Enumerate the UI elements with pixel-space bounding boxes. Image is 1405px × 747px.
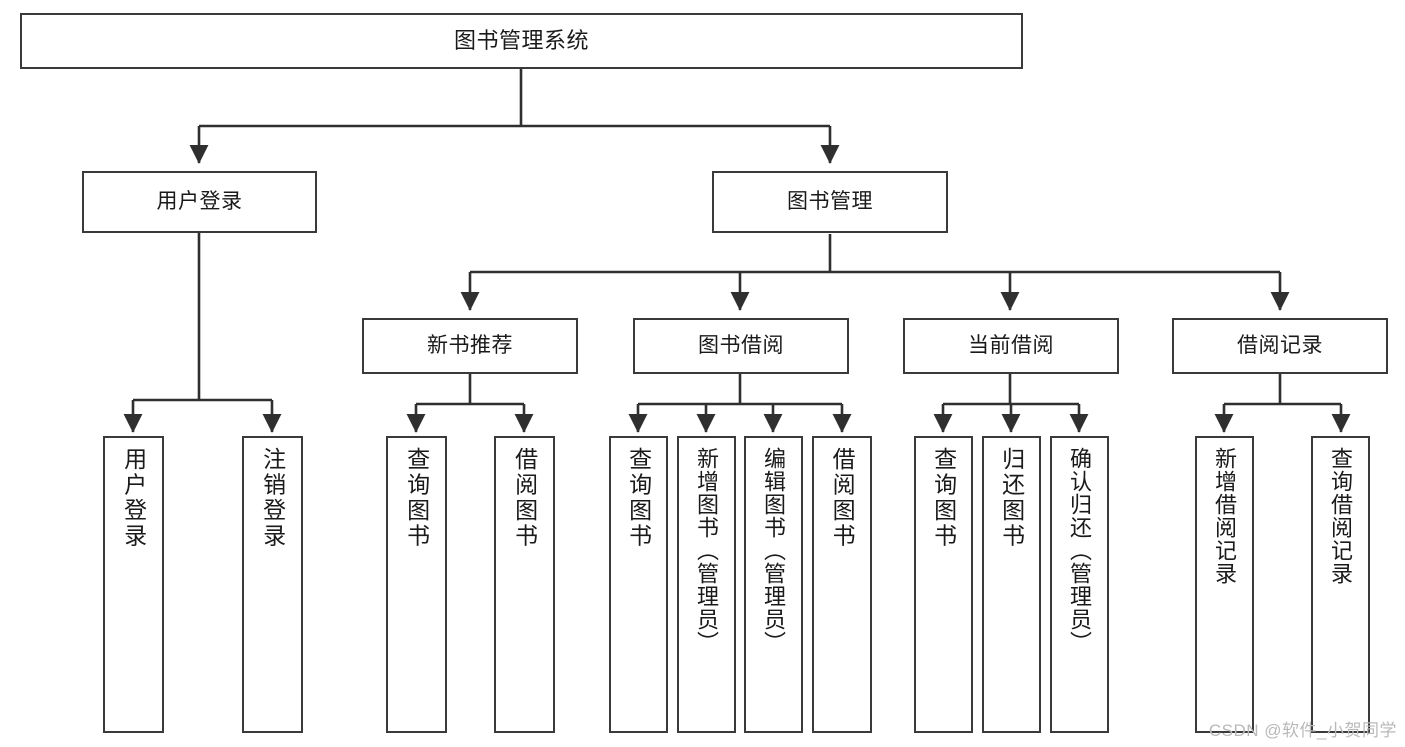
leaf-user-login-login[interactable]: 用户登录 [103,436,164,733]
node-label: 借阅记录 [1237,334,1323,358]
node-user-login[interactable]: 用户登录 [82,171,317,233]
node-label: 确认归还（管理员） [1067,447,1093,654]
node-label: 编辑图书（管理员） [761,447,787,654]
leaf-current-confirm-return-admin[interactable]: 确认归还（管理员） [1050,436,1109,733]
leaf-record-add-record[interactable]: 新增借阅记录 [1195,436,1254,733]
node-label: 归还图书 [998,447,1025,549]
node-label: 查询图书 [625,447,652,549]
leaf-recommend-borrow-book[interactable]: 借阅图书 [494,436,555,733]
leaf-borrow-query-book[interactable]: 查询图书 [609,436,668,733]
leaf-borrow-add-book-admin[interactable]: 新增图书（管理员） [677,436,736,733]
watermark-text: CSDN @软件_小贺同学 [1208,721,1397,740]
leaf-user-login-logout[interactable]: 注销登录 [242,436,303,733]
node-label: 查询图书 [930,447,957,549]
node-label: 新增图书（管理员） [694,447,720,654]
leaf-borrow-borrow-book[interactable]: 借阅图书 [812,436,872,733]
leaf-current-return-book[interactable]: 归还图书 [982,436,1041,733]
node-borrow-record[interactable]: 借阅记录 [1172,318,1388,374]
node-label: 图书管理系统 [453,27,589,53]
leaf-current-query-book[interactable]: 查询图书 [914,436,973,733]
node-label: 当前借阅 [968,334,1054,358]
node-label: 查询借阅记录 [1328,447,1354,585]
node-label: 借阅图书 [829,447,856,549]
node-label: 图书借阅 [698,334,784,358]
node-root-system[interactable]: 图书管理系统 [20,13,1023,69]
node-label: 用户登录 [156,190,243,214]
node-book-borrow[interactable]: 图书借阅 [633,318,849,374]
node-label: 查询图书 [403,447,430,549]
node-current-borrow[interactable]: 当前借阅 [903,318,1119,374]
leaf-recommend-query-book[interactable]: 查询图书 [386,436,447,733]
leaf-record-query-record[interactable]: 查询借阅记录 [1311,436,1370,733]
node-book-management[interactable]: 图书管理 [712,171,948,233]
node-label: 注销登录 [259,447,286,549]
node-label: 新书推荐 [427,334,513,358]
node-label: 用户登录 [120,447,147,549]
node-label: 图书管理 [787,190,873,214]
node-new-book-recommend[interactable]: 新书推荐 [362,318,578,374]
node-label: 借阅图书 [511,447,538,549]
leaf-borrow-edit-book-admin[interactable]: 编辑图书（管理员） [744,436,803,733]
node-label: 新增借阅记录 [1212,447,1238,585]
